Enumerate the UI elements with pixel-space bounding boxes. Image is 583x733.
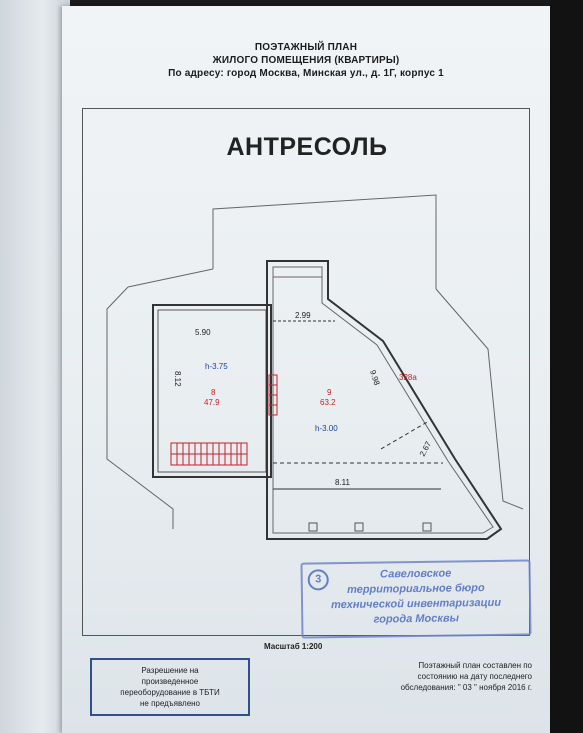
ceiling-height-room-9: h-3.00 (315, 424, 338, 433)
permission-box: Разрешение на произведенное переоборудов… (90, 658, 250, 716)
dim-299: 2.99 (295, 311, 311, 320)
room-8-area: 47.9 (204, 398, 220, 407)
background-dark (550, 0, 583, 733)
stamp-line-4: города Москвы (373, 612, 460, 626)
page-edge (0, 0, 70, 733)
room-9-walls (266, 260, 503, 540)
header-line-2: ЖИЛОГО ПОМЕЩЕНИЯ (КВАРТИРЫ) (212, 55, 400, 66)
permission-line-1: Разрешение на (141, 666, 199, 675)
ceiling-height-room-8: h-3.75 (205, 362, 228, 371)
note-line-1: Поэтажный план составлен по (418, 661, 532, 670)
label-328a: 328а (399, 373, 417, 382)
header-line-3: По адресу: город Москва, Минская ул., д.… (168, 68, 444, 79)
dim-812: 8.12 (173, 371, 182, 387)
dim-811: 8.11 (335, 478, 351, 487)
plan-title: АНТРЕСОЛЬ (226, 133, 388, 161)
room-9-area: 63.2 (320, 398, 336, 407)
room-9-number: 9 (327, 388, 332, 397)
note-line-3: обследования: " 03 " ноября 2016 г. (400, 683, 532, 692)
permission-line-4: не предъявлено (139, 699, 201, 708)
plan-frame: АНТРЕСОЛЬ (82, 108, 532, 639)
scale-label: Масштаб 1:200 (264, 642, 323, 651)
header-line-1: ПОЭТАЖНЫЙ ПЛАН (254, 42, 358, 53)
floor-plan-sheet: ПОЭТАЖНЫЙ ПЛАН ЖИЛОГО ПОМЕЩЕНИЯ (КВАРТИР… (62, 6, 550, 733)
note-line-2: состоянию на дату последнего (417, 672, 532, 681)
permission-line-2: произведенное (141, 677, 199, 686)
bti-stamp: 3 Савеловское территориальное бюро техни… (300, 559, 532, 639)
dim-998: 9.98 (368, 369, 382, 387)
stamp-line-3: технической инвентаризации (330, 596, 502, 612)
dim-267: 2.67 (418, 439, 434, 457)
dim-590: 5.90 (195, 328, 211, 337)
floor-plan-drawing: 5.90 2.99 8.12 9.98 8.11 2.67 h-3.75 h-3… (106, 194, 524, 540)
building-outline-left (106, 286, 174, 529)
permission-line-3: переоборудование в ТБТИ (120, 688, 220, 697)
building-outline (212, 194, 437, 289)
inspection-note: Поэтажный план составлен по состоянию на… (332, 660, 532, 693)
staircase (170, 442, 248, 466)
room-8-number: 8 (211, 388, 216, 397)
